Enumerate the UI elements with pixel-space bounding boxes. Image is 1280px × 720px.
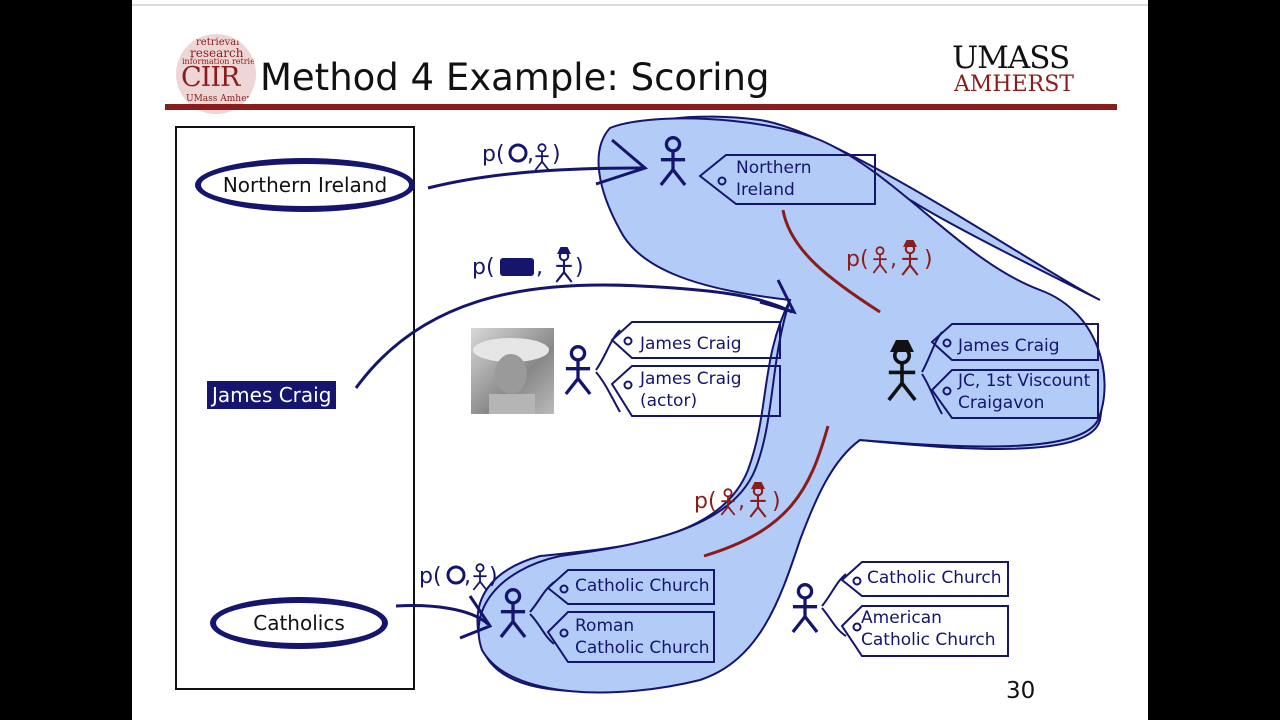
logo-word: research xyxy=(190,46,244,60)
viscount-photo xyxy=(796,328,882,414)
mention-catholics: Catholics xyxy=(210,597,388,649)
umass-logo-text: UMASS xyxy=(952,40,1070,76)
logo-word: retrieval xyxy=(196,37,240,48)
actor-portrait-icon xyxy=(473,338,549,414)
mention-text: Northern Ireland xyxy=(222,173,388,197)
slide: retrieval research information retrieval… xyxy=(132,0,1148,720)
mention-text: Catholics xyxy=(253,611,345,635)
slide-title: Method 4 Example: Scoring xyxy=(260,56,770,99)
logo-word: UMass Amherst xyxy=(186,94,256,104)
title-rule xyxy=(165,104,1117,110)
ciir-logo: retrieval research information retrieval… xyxy=(176,34,256,114)
mention-james-craig: James Craig xyxy=(207,381,337,409)
mention-northern-ireland: Northern Ireland xyxy=(195,158,415,212)
page-number: 30 xyxy=(1006,678,1036,704)
ciir-text: CIIR xyxy=(181,62,240,93)
actor-photo xyxy=(471,328,554,414)
logo-word: information retrieval xyxy=(182,57,256,66)
document-box xyxy=(175,126,415,690)
viscount-portrait-icon xyxy=(804,338,874,414)
top-border xyxy=(132,4,1148,6)
amherst-logo-text: AMHERST xyxy=(954,72,1074,97)
